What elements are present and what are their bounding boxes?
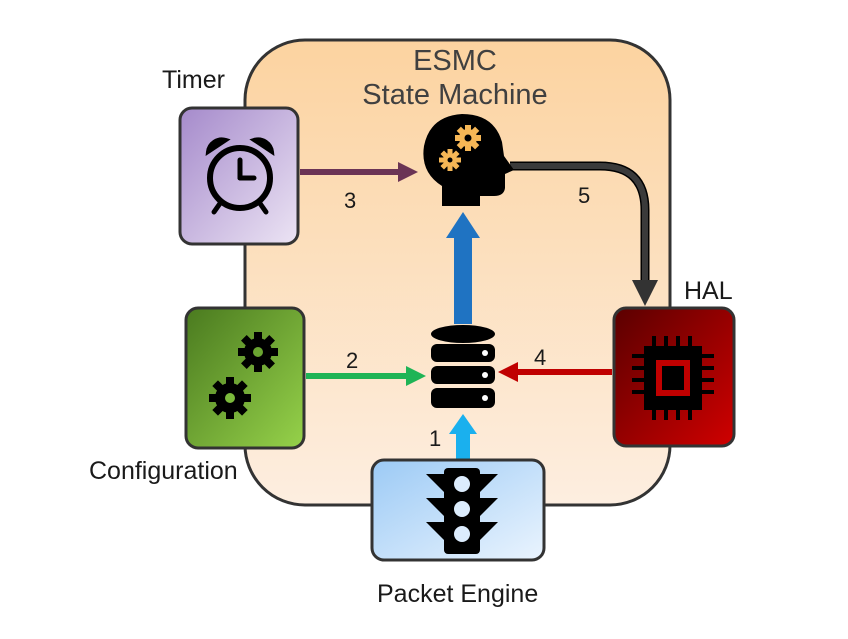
timer-node — [178, 106, 300, 246]
edge-label-1: 1 — [429, 426, 442, 451]
arrow-timer-to-state-machine — [300, 162, 418, 182]
arrow-database-to-state-machine — [446, 212, 480, 324]
edge-label-3: 3 — [344, 188, 357, 213]
cpu-chip-icon — [632, 336, 714, 420]
arrow-hal-to-database — [498, 362, 612, 382]
configuration-node — [184, 306, 306, 450]
timer-label: Timer — [162, 66, 225, 94]
database-icon — [431, 325, 495, 408]
packet-engine-label: Packet Engine — [377, 580, 539, 608]
edge-label-2: 2 — [346, 348, 359, 373]
configuration-label: Configuration — [89, 457, 238, 485]
arrow-configuration-to-database — [306, 366, 426, 386]
edge-label-5: 5 — [578, 183, 591, 208]
gears-icon — [209, 332, 278, 419]
hal-node — [612, 306, 736, 448]
traffic-light-icon — [426, 468, 498, 554]
container-title-line1: ESMC — [413, 45, 497, 77]
alarm-clock-icon — [205, 137, 275, 215]
hal-label: HAL — [684, 277, 733, 305]
container-title-line2: State Machine — [362, 79, 548, 111]
container-title: ESMC State Machine — [330, 44, 580, 112]
edge-label-4: 4 — [534, 345, 547, 370]
arrow-packet-engine-to-database — [449, 414, 477, 460]
arrow-state-machine-to-hal — [510, 161, 658, 306]
head-gears-icon — [423, 114, 514, 206]
packet-engine-node — [370, 458, 546, 562]
